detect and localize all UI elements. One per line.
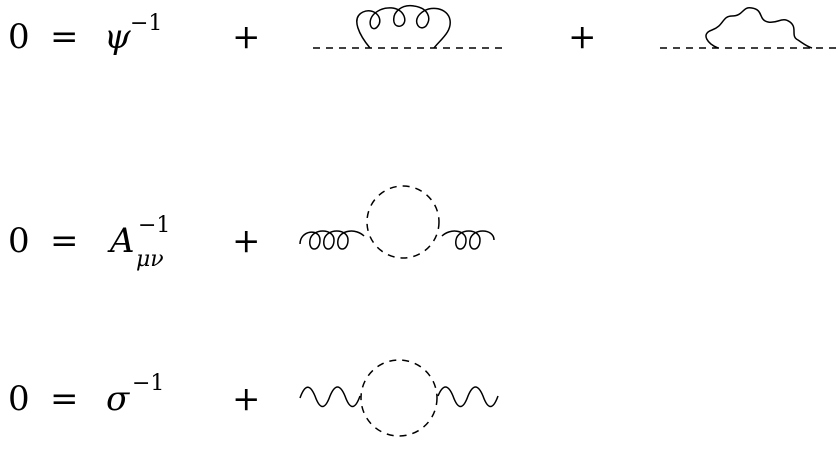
eq1-plus-1: +: [232, 17, 261, 57]
eq3-plus-1: +: [232, 379, 261, 419]
eq3-equals-sign: =: [50, 379, 79, 419]
eq2-inverse-symbol: A: [107, 221, 135, 261]
eq2-inverse-subscript: μν: [136, 247, 164, 272]
eq1-inverse-symbol: ψ: [104, 17, 131, 57]
equation-sigma: 0 = σ −1 +: [8, 359, 499, 437]
equation-psi: 0 = ψ −1 + +: [8, 4, 836, 57]
eq2-equals-sign: =: [50, 221, 79, 261]
eq3-scalar-loop-diagram: [299, 359, 499, 437]
eq2-inverse-exponent: −1: [138, 213, 170, 238]
eq3-left-wavy-line: [299, 386, 361, 408]
eq3-inverse-exponent: −1: [132, 371, 164, 396]
eq1-photon-loop-diagram: [660, 7, 836, 49]
eq1-gluon-arc: [356, 4, 451, 49]
eq2-lhs-zero: 0: [8, 221, 30, 261]
eq2-ghost-loop: [366, 185, 440, 259]
eq2-right-gluon-line: [441, 230, 495, 250]
equation-gauge-field: 0 = A −1 μν +: [8, 185, 495, 272]
eq1-photon-arc: [705, 7, 813, 49]
eq3-right-wavy-line: [437, 386, 499, 408]
eq3-scalar-loop: [360, 359, 438, 437]
eq1-plus-2: +: [568, 17, 597, 57]
eq1-equals-sign: =: [50, 17, 79, 57]
eq1-lhs-zero: 0: [8, 17, 30, 57]
eq3-lhs-zero: 0: [8, 379, 30, 419]
eq3-inverse-symbol: σ: [106, 379, 130, 419]
eq2-left-gluon-line: [299, 230, 365, 250]
eq2-plus-1: +: [232, 221, 261, 261]
eq1-inverse-exponent: −1: [130, 11, 162, 36]
eq1-gluon-loop-diagram: [313, 4, 505, 49]
eq2-ghost-loop-diagram: [299, 185, 495, 259]
